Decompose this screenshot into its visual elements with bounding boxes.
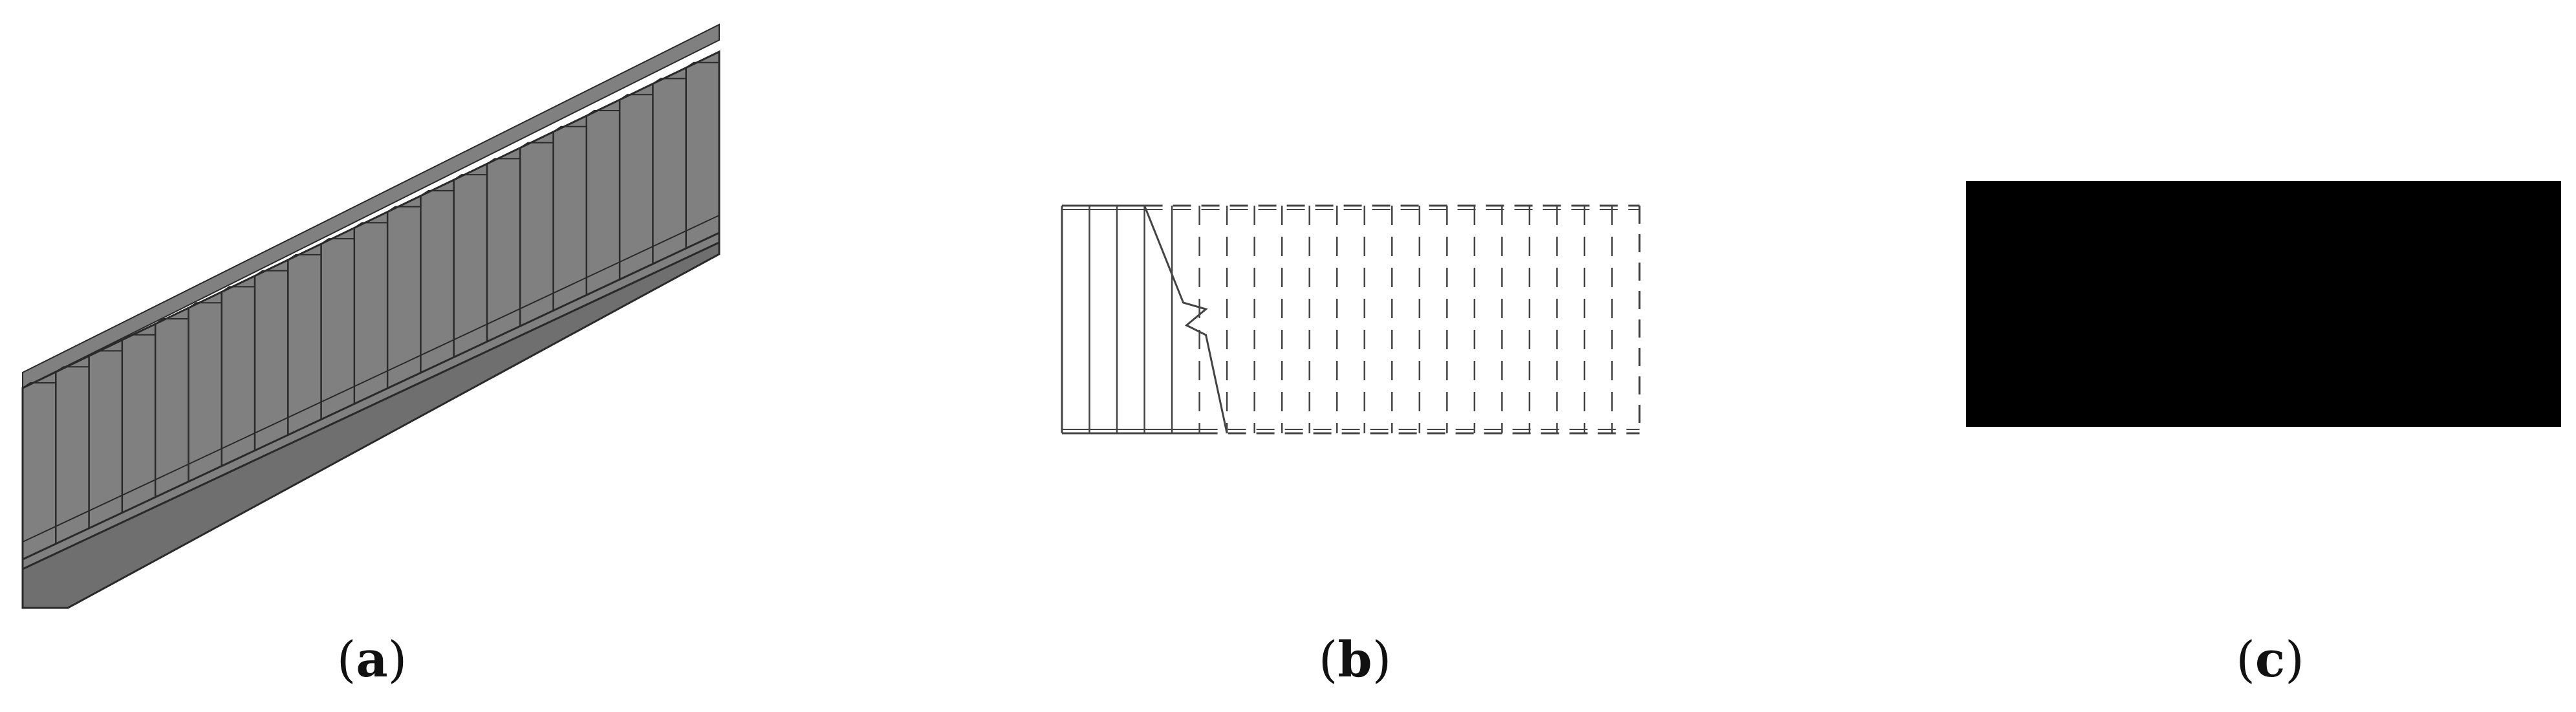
staircase-plan-view <box>1061 204 1641 435</box>
staircase-3d-geometry <box>21 23 720 609</box>
caption-c: (c) <box>2236 631 2304 688</box>
staircase-binary-mask <box>1966 181 2561 427</box>
plan-break-line <box>1143 205 1228 434</box>
caption-b: (b) <box>1318 631 1392 688</box>
stair-tread <box>686 52 720 69</box>
staircase-plan-geometry <box>1061 204 1641 435</box>
stringer-line-top <box>22 232 720 561</box>
stringer-line-lip <box>22 215 720 543</box>
stair-back-skirt <box>22 23 720 389</box>
staircase-3d-view <box>21 23 720 609</box>
caption-a: (a) <box>336 631 407 688</box>
